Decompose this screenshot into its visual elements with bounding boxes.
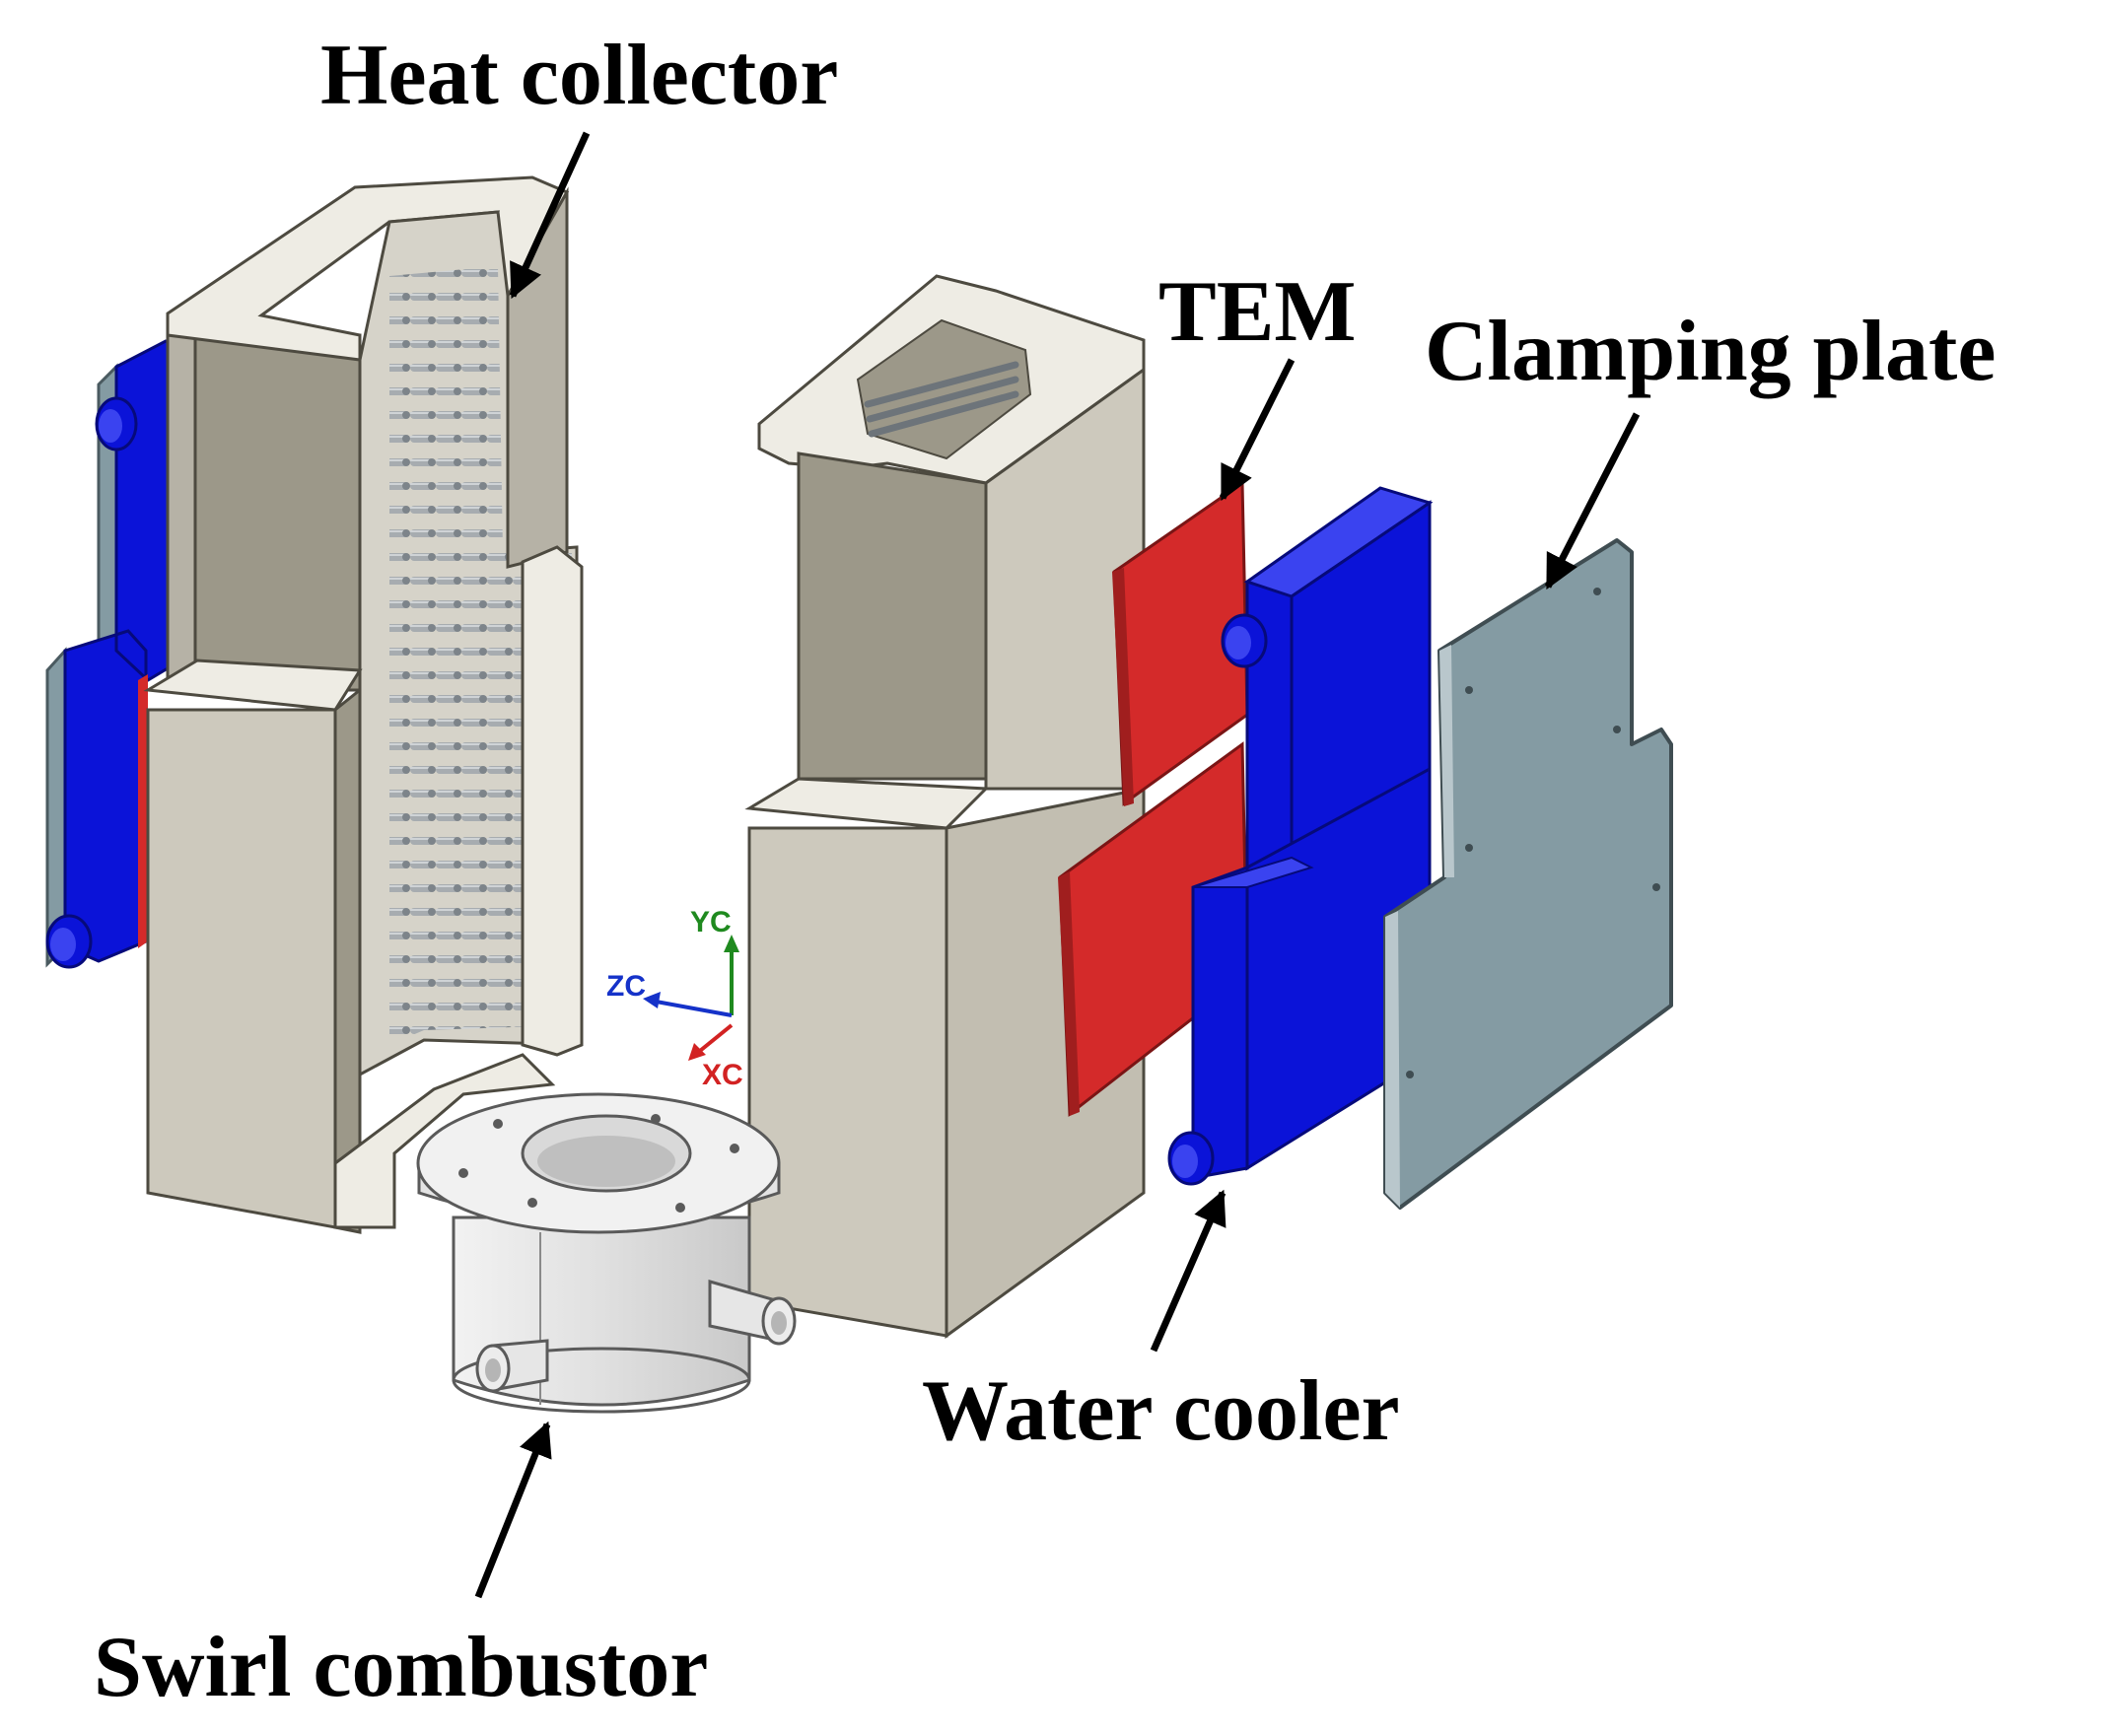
clamping-plate-bolt-holes [1406, 588, 1660, 1078]
right-water-cooler [1167, 486, 1434, 1186]
axis-z-arrow [650, 999, 733, 1017]
combustor-inlet-left [475, 1339, 549, 1393]
water-cooler-upper-front [1245, 564, 1294, 890]
clamping-plate [1383, 538, 1673, 1210]
left-step-wall [521, 545, 584, 1057]
left-bottom-flange [333, 1053, 556, 1229]
left-upper-box-front [193, 333, 362, 692]
tem-arrow [1219, 358, 1296, 502]
heat-collector-arrow [509, 131, 591, 300]
left-lower-box-side [333, 686, 362, 1234]
swirl-combustor [416, 1092, 797, 1414]
axis-z-arrowhead [643, 992, 661, 1008]
heat-collector-right-half [744, 274, 1146, 1339]
right-lower-box-top [744, 777, 990, 830]
combustor-flange-holes [458, 1114, 739, 1213]
clamping-plate-body [1383, 538, 1673, 1210]
leader-arrows [474, 131, 1641, 1599]
clamping-plate-edge [1385, 645, 1454, 1208]
axis-x-arrow [693, 1023, 734, 1057]
axis-y-label: YC [690, 906, 732, 938]
heat-collector-label: Heat collector [320, 28, 838, 123]
clamping-plate-label: Clamping plate [1425, 304, 1996, 399]
tem-modules [1058, 480, 1249, 1117]
water-cooler-label: Water cooler [922, 1363, 1400, 1459]
tem-upper-plate-edge [1112, 568, 1134, 806]
water-cooler-lower-front [1191, 865, 1249, 1180]
combustor-bore-inner [537, 1136, 675, 1187]
left-upper-box-side [166, 333, 197, 693]
heat-collector-left-half [45, 175, 584, 1234]
swirl-combustor-label: Swirl combustor [94, 1620, 708, 1715]
axis-x-label: XC [702, 1059, 743, 1091]
left-lower-box-front [146, 708, 337, 1229]
left-coolant-nozzles [45, 396, 138, 969]
coordinate-triad: YC ZC XC [606, 906, 743, 1091]
axis-z-label: ZC [606, 970, 646, 1003]
water-cooler-lower-top [1192, 856, 1314, 888]
left-lower-box-top [143, 659, 363, 712]
right-lower-box-front [747, 826, 948, 1338]
right-top-fins [864, 361, 1019, 438]
tem-lower-plate-edge [1058, 871, 1080, 1116]
water-cooler-nozzles [1167, 613, 1268, 1186]
combustor-inlet-right [708, 1280, 797, 1346]
tem-label: TEM [1158, 264, 1356, 360]
clamping-plate-arrow [1544, 412, 1641, 590]
right-upper-box-front [797, 451, 988, 781]
axis-x-arrowhead [688, 1043, 706, 1061]
water-cooler-arrow [1150, 1189, 1227, 1353]
swirl-combustor-arrow [474, 1421, 552, 1599]
axis-y-arrowhead [724, 935, 739, 952]
combustor-cylinder-bottom [452, 1347, 751, 1414]
